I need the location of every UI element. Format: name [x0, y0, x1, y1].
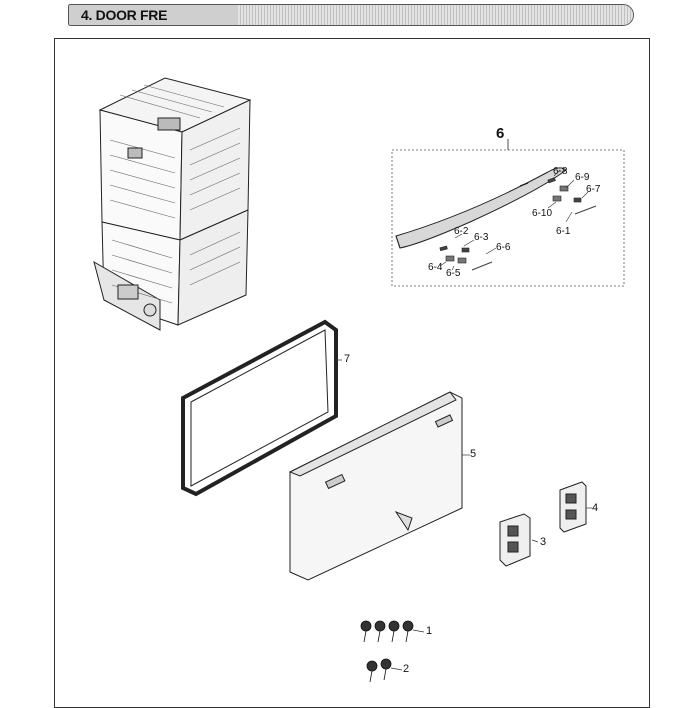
banner-texture	[238, 5, 633, 25]
callout-6-1: 6-1	[556, 226, 571, 237]
callout-6-8: 6-8	[553, 166, 568, 177]
section-title: 4. DOOR FRE	[81, 7, 168, 23]
callout-2: 2	[403, 663, 410, 675]
callout-6-5: 6-5	[446, 268, 461, 279]
callout-6-2: 6-2	[454, 226, 469, 237]
door-handle	[395, 167, 567, 249]
refrigerator-cabinet	[93, 77, 252, 331]
handle-hardware	[439, 177, 597, 271]
bracket-part-3	[499, 513, 539, 567]
callout-6: 6	[496, 125, 505, 142]
callout-6-10: 6-10	[532, 208, 553, 219]
screw-set-part-1	[360, 620, 425, 643]
callout-4: 4	[592, 502, 599, 514]
callout-6-7: 6-7	[586, 184, 601, 195]
screw-set-part-2	[366, 658, 403, 683]
section-header-banner: 4. DOOR FRE	[68, 4, 634, 26]
freezer-door	[288, 391, 470, 581]
callout-1: 1	[426, 625, 433, 637]
handle-leader-lines	[439, 169, 589, 271]
callout-6-3: 6-3	[474, 232, 489, 243]
callout-6-4: 6-4	[428, 262, 443, 273]
bracket-part-4	[559, 481, 592, 533]
callout-6-9: 6-9	[575, 172, 590, 183]
callout-6-6: 6-6	[496, 242, 511, 253]
handle-assembly-box	[391, 139, 625, 287]
callout-5: 5	[470, 448, 477, 460]
callout-3: 3	[540, 536, 547, 548]
callout-7: 7	[344, 353, 351, 365]
door-gasket	[181, 319, 342, 497]
